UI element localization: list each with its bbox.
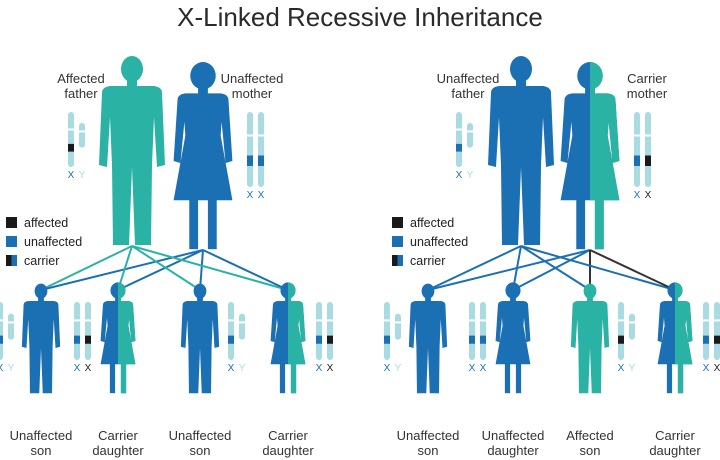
chromosome-label: X xyxy=(634,190,641,201)
chromosome-label: Y xyxy=(467,170,474,181)
child-figure xyxy=(21,283,61,394)
legend-swatch xyxy=(6,217,17,228)
chromosome-label: X xyxy=(85,363,92,374)
legend-swatch xyxy=(392,217,403,228)
inheritance-lines xyxy=(40,245,289,291)
legend-text: unaffected xyxy=(410,235,469,249)
legend-text: affected xyxy=(410,216,455,230)
legend-carrier: carrier xyxy=(6,254,59,269)
diagram-title: X-Linked Recessive Inheritance xyxy=(177,2,543,32)
legend-affected: affected xyxy=(392,216,454,231)
chromosome-label: X xyxy=(68,170,75,181)
legend-swatch xyxy=(392,255,403,266)
chromosome-label: X xyxy=(618,363,625,374)
legend-unaffected: unaffected xyxy=(6,235,82,250)
chromosome-label: X xyxy=(480,363,487,374)
chromosome-label: Y xyxy=(79,170,86,181)
child-label: Unaffected son xyxy=(168,428,232,458)
chromosome-label: X xyxy=(645,190,652,201)
chromosome-label: X xyxy=(74,363,81,374)
chromosome-label: X xyxy=(247,190,254,201)
legend-unaffected: unaffected xyxy=(392,235,468,250)
chromosome-label: X xyxy=(456,170,463,181)
chromosome-label: X xyxy=(384,363,391,374)
legend-carrier: carrier xyxy=(392,254,445,269)
chromosome-label: Y xyxy=(629,363,636,374)
chromosome-label: X xyxy=(714,363,720,374)
legend-text: unaffected xyxy=(24,235,83,249)
legend-swatch xyxy=(6,255,17,266)
legend-swatch xyxy=(6,236,17,247)
inheritance-lines xyxy=(427,245,676,291)
father-figure xyxy=(488,56,554,245)
chromosome-label: X xyxy=(0,363,4,374)
mother-label: Unaffected mother xyxy=(220,71,284,101)
chromosome-label: X xyxy=(327,363,334,374)
chromosome-label: X xyxy=(703,363,710,374)
father-figure xyxy=(99,56,165,245)
chromosome-label: Y xyxy=(395,363,402,374)
chromosome-label: X xyxy=(228,363,235,374)
chromosome-label: Y xyxy=(8,363,15,374)
child-figure xyxy=(100,282,136,394)
child-figure xyxy=(657,282,693,394)
chromosome-label: X xyxy=(258,190,265,201)
legend-text: affected xyxy=(24,216,69,230)
child-label: Affected son xyxy=(566,428,614,458)
mother-figure xyxy=(560,62,620,250)
child-figure xyxy=(180,283,220,394)
child-figure xyxy=(270,282,306,394)
child-label: Carrier daughter xyxy=(262,428,314,458)
child-figure xyxy=(570,283,610,394)
mother-label: Carrier mother xyxy=(626,71,668,101)
child-label: Unaffected son xyxy=(396,428,460,458)
chromosome-label: X xyxy=(469,363,476,374)
chromosome-label: Y xyxy=(239,363,246,374)
child-figure xyxy=(408,283,448,394)
child-label: Unaffected daughter xyxy=(481,428,545,458)
mother-figure xyxy=(173,62,233,250)
child-chromosomes: XY xyxy=(0,302,15,374)
legend-swatch xyxy=(392,236,403,247)
father-label: Affected father xyxy=(57,71,105,101)
child-label: Carrier daughter xyxy=(92,428,144,458)
child-label: Carrier daughter xyxy=(649,428,701,458)
father-label: Unaffected father xyxy=(436,71,500,101)
legend-text: carrier xyxy=(410,254,446,268)
legend-text: carrier xyxy=(24,254,60,268)
legend-affected: affected xyxy=(6,216,68,231)
chromosome-label: X xyxy=(316,363,323,374)
child-figure xyxy=(495,282,531,394)
child-label: Unaffected son xyxy=(9,428,73,458)
